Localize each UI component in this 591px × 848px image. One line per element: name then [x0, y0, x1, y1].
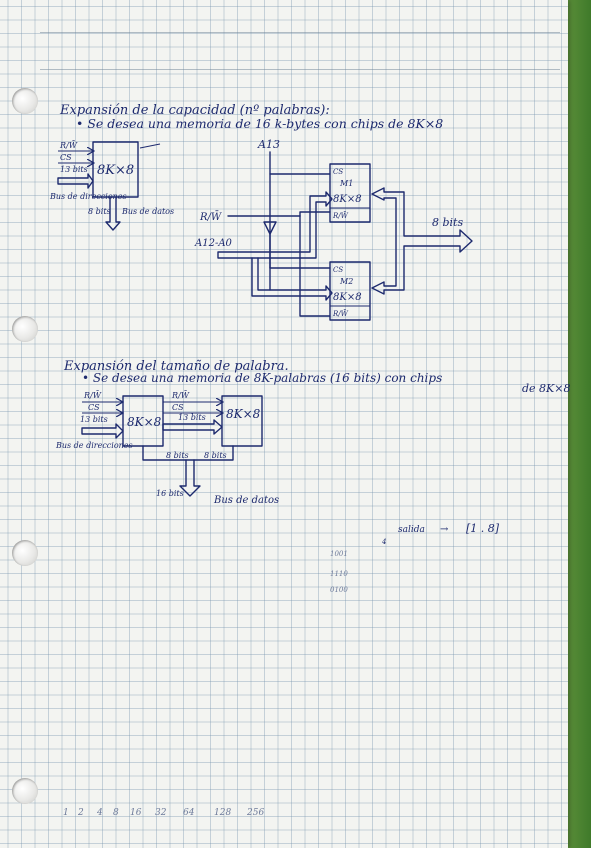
section2-bullet2: de 8K×8	[522, 382, 570, 395]
m2-size: 8K×8	[333, 292, 362, 303]
bottom-num: 4	[96, 808, 103, 818]
data-right: 8 bits	[204, 451, 227, 460]
chip-label: 8K×8	[97, 163, 134, 178]
punch-hole	[12, 778, 38, 804]
capacity-expansion-diagram: A13 CS M1 8K×8 R/W̄ CS M2 8K×8 R/W̄ R/W̄…	[194, 138, 473, 321]
m1-size: 8K×8	[333, 194, 362, 205]
punch-hole	[12, 316, 38, 342]
m2-name: M2	[339, 277, 353, 286]
section1-title: Expansión de la capacidad (nº palabras):	[59, 103, 330, 118]
salida-label: salida	[398, 525, 425, 535]
word-size-expansion-diagram: R/W̄ CS 13 bits Bus de direcciones 8K×8 …	[55, 391, 279, 506]
cs-mid: CS	[172, 403, 184, 412]
address-bus-bottom	[251, 257, 333, 301]
data-left: 8 bits	[166, 451, 189, 460]
bottom-num: 16	[130, 808, 142, 818]
section2-bullet: • Se desea una memoria de 8K-palabras (1…	[82, 371, 442, 385]
rw-input-2: R/W̄	[83, 391, 102, 400]
m1-rw: R/W̄	[332, 211, 349, 220]
bus-dir-2: Bus de direcciones	[55, 441, 133, 450]
bottom-num: 1	[63, 808, 69, 818]
bottom-num: 128	[214, 808, 231, 818]
cs-input-2: CS	[88, 403, 100, 412]
data-bus-16	[179, 459, 201, 497]
m1-cs: CS	[333, 168, 343, 176]
background-edge	[566, 0, 591, 848]
section1-bullet: • Se desea una memoria de 16 k-bytes con…	[76, 116, 443, 131]
addr-label: 13 bits	[60, 165, 88, 174]
section2-title: Expansión del tamaño de palabra.	[63, 359, 289, 374]
bus-datos-label: Bus de datos	[121, 207, 174, 216]
data-bus-out	[371, 187, 473, 295]
chip-right-label: 8K×8	[226, 407, 261, 421]
out-label: 8 bits	[432, 216, 463, 229]
bus-datos-2: Bus de datos	[213, 495, 279, 506]
salida-arrow: →	[440, 524, 449, 535]
chip-right	[221, 395, 263, 447]
data-bits-label: 8 bits	[88, 207, 111, 216]
addr-input: A12-A0	[194, 238, 233, 249]
bottom-num: 256	[246, 808, 264, 818]
chip-left-label: 8K×8	[127, 415, 162, 429]
chip-m1	[329, 163, 371, 223]
punch-hole	[12, 88, 38, 114]
rw-mid: R/W̄	[171, 391, 190, 400]
m1-name: M1	[339, 179, 353, 188]
single-chip-diagram: 8K×8 R/W̄ CS 13 bits Bus de direcciones …	[49, 141, 174, 231]
bottom-number-row: 1 2 4 8 16 32 64 128 256	[63, 808, 264, 818]
a13-label: A13	[257, 138, 280, 151]
margin-note: salida → [1 . 8] 4 1001 1110 0100	[330, 522, 500, 594]
m2-cs: CS	[333, 266, 343, 274]
address-bus-top	[217, 191, 333, 259]
data-bus-arrow	[105, 196, 121, 231]
cs-label: CS	[60, 153, 72, 162]
note-line-1: 1001	[330, 550, 348, 558]
bus-dir-label: Bus de direcciones	[49, 192, 127, 201]
note-line-2: 1110	[330, 570, 348, 578]
bottom-num: 8	[113, 808, 119, 818]
rw-input: R/W̄	[199, 211, 222, 223]
address-bus-arrow	[57, 173, 94, 189]
addr-mid: 13 bits	[178, 413, 206, 422]
header-band	[40, 32, 560, 70]
bottom-num: 32	[155, 808, 167, 818]
salida-range: [1 . 8]	[466, 522, 500, 535]
bottom-num: 64	[183, 808, 195, 818]
small-digit: 4	[381, 538, 386, 546]
rw-label: R/W̄	[59, 141, 78, 150]
bottom-num: 2	[77, 808, 84, 818]
data-total: 16 bits	[156, 489, 184, 498]
punch-hole	[12, 540, 38, 566]
addr-input-2: 13 bits	[80, 415, 108, 424]
m2-rw: R/W̄	[332, 309, 349, 318]
note-line-3: 0100	[330, 586, 348, 594]
